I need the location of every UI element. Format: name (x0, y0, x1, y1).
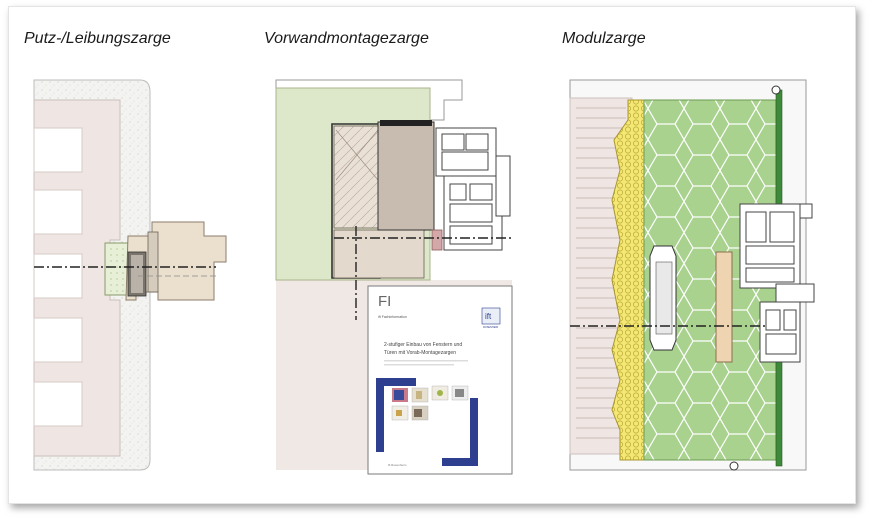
anchor-bottom (729, 461, 739, 471)
brochure: FI ift Fachinformation ift ROSENHEIM 2-s… (367, 285, 513, 475)
brick-cells (33, 127, 83, 427)
brochure-accent-top (376, 378, 416, 452)
brochure-title-1: 2-stufiger Einbau von Fenstern und (384, 342, 462, 348)
anchor-top (771, 85, 781, 95)
bracket-inner (655, 261, 673, 335)
title-putz-leibungszarge: Putz-/Leibungszarge (24, 30, 171, 47)
brochure-logo-box (481, 307, 501, 325)
frame-core-inner (131, 255, 143, 293)
window-profile (435, 127, 511, 251)
hatch-cross (335, 129, 379, 181)
title-modulzarge: Modulzarge (562, 30, 646, 47)
brochure-footer: ift Rosenheim (388, 463, 407, 467)
frame-block-top (380, 120, 432, 126)
window-profile-right (739, 203, 815, 363)
hatched-block (333, 125, 381, 229)
timber-strip (715, 251, 733, 363)
brochure-title-2: Türen mit Vorab-Montagezargen (384, 350, 456, 356)
left-panel (33, 79, 227, 471)
title-vorwandmontagezarge: Vorwandmontagezarge (264, 30, 429, 47)
seal-patch (431, 229, 443, 251)
adhesive-layer (611, 99, 645, 461)
frame-block (377, 121, 435, 231)
brochure-header: FI (378, 293, 391, 310)
frame-rebate (147, 231, 159, 293)
right-panel (569, 79, 815, 471)
brochure-logo: ift (485, 312, 492, 321)
brochure-accent-bottom (442, 398, 478, 466)
brochure-subheader: ift Fachinformation (378, 315, 407, 319)
brochure-logo-sub: ROSENHEIM (483, 326, 498, 329)
brochure-thumbnails (391, 385, 469, 421)
lower-block (333, 229, 425, 279)
middle-panel: FI ift Fachinformation ift ROSENHEIM 2-s… (275, 79, 513, 475)
brochure-text-lines (384, 360, 468, 366)
profile-lip (799, 203, 813, 219)
